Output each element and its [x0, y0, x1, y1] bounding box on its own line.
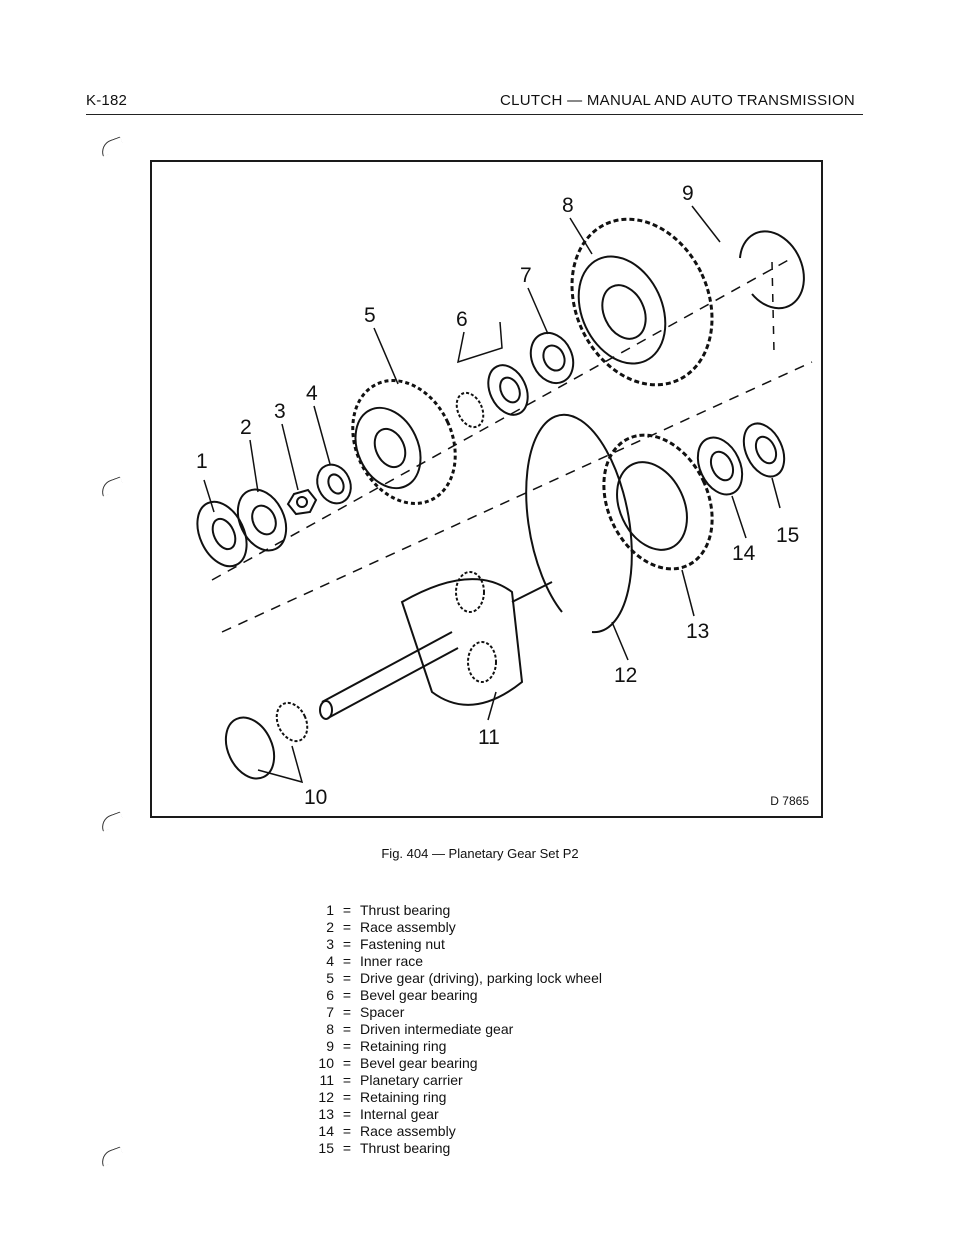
legend-item-number: 8	[326, 1021, 334, 1037]
legend-item: 13 = Internal gear	[312, 1106, 620, 1123]
legend-item-label: Inner race	[360, 953, 424, 969]
legend-item: 7 = Spacer	[312, 1004, 620, 1021]
legend-item-label: Spacer	[360, 1004, 405, 1020]
legend-item-label: Thrust bearing	[360, 1140, 451, 1156]
legend-item: 8 = Driven intermediate gear	[312, 1021, 620, 1038]
legend-item-number: 1	[326, 902, 334, 918]
callout-12: 12	[614, 664, 637, 687]
legend-item-number: 9	[326, 1038, 334, 1054]
legend-item-equals: =	[342, 1021, 352, 1037]
legend-item-equals: =	[342, 970, 352, 986]
callout-4: 4	[306, 382, 318, 405]
legend-item-number: 10	[318, 1055, 334, 1071]
legend-item-equals: =	[342, 1106, 352, 1122]
legend-item: 2 = Race assembly	[312, 919, 620, 936]
legend-item: 15 = Thrust bearing	[312, 1140, 620, 1157]
legend-item-label: Retaining ring	[360, 1038, 447, 1054]
legend-item: 12 = Retaining ring	[312, 1089, 620, 1106]
callout-2: 2	[240, 416, 252, 439]
margin-mark	[98, 811, 125, 832]
legend-item-label: Race assembly	[360, 919, 456, 935]
margin-mark	[98, 1146, 125, 1167]
legend-item: 11 = Planetary carrier	[312, 1072, 620, 1089]
legend-item: 4 = Inner race	[312, 953, 620, 970]
legend-item-label: Thrust bearing	[360, 902, 451, 918]
callout-13: 13	[686, 620, 709, 643]
legend-item-label: Planetary carrier	[360, 1072, 463, 1088]
legend-item-label: Race assembly	[360, 1123, 456, 1139]
legend-item-label: Driven intermediate gear	[360, 1021, 514, 1037]
legend-item-equals: =	[342, 1055, 352, 1071]
callout-8: 8	[562, 194, 574, 217]
legend-item-equals: =	[342, 1123, 352, 1139]
legend-item: 9 = Retaining ring	[312, 1038, 620, 1055]
figure-caption: Fig. 404 — Planetary Gear Set P2	[381, 846, 579, 861]
legend-item-equals: =	[342, 902, 352, 918]
margin-mark	[98, 136, 125, 157]
legend-item-equals: =	[342, 1004, 352, 1020]
callout-7: 7	[520, 264, 532, 287]
legend-item: 5 = Drive gear (driving), parking lock whe…	[312, 970, 620, 987]
figure-code: D 7865	[770, 794, 809, 808]
legend-item-equals: =	[342, 1140, 352, 1156]
parts-legend: 1 = Thrust bearing 2 = Race assembly 3 = Fasteni…	[312, 902, 620, 1157]
section-title: CLUTCH — MANUAL AND AUTO TRANSMISSION	[500, 92, 856, 109]
legend-item-number: 15	[318, 1140, 334, 1156]
callout-11: 11	[478, 726, 500, 749]
callout-10: 10	[304, 786, 327, 809]
margin-mark	[98, 476, 125, 497]
legend-item: 14 = Race assembly	[312, 1123, 620, 1140]
legend-item-number: 3	[326, 936, 334, 952]
legend-item-equals: =	[342, 919, 352, 935]
legend-item-number: 13	[318, 1106, 334, 1122]
legend-item: 6 = Bevel gear bearing	[312, 987, 620, 1004]
legend-item-number: 4	[326, 953, 334, 969]
legend-item: 10 = Bevel gear bearing	[312, 1055, 620, 1072]
figure-frame: 1 2 3 4 5 6 7 8 9 10 11 12 13 14 15 D 78…	[150, 160, 823, 818]
legend-item-equals: =	[342, 936, 352, 952]
legend-item-equals: =	[342, 1038, 352, 1054]
legend-item-equals: =	[342, 1089, 352, 1105]
callout-1: 1	[196, 450, 208, 473]
exploded-gear-diagram: 1 2 3 4 5 6 7 8 9 10 11 12 13 14 15	[196, 182, 813, 809]
legend-item-number: 14	[318, 1123, 334, 1139]
callout-15: 15	[776, 524, 799, 547]
legend-item-label: Bevel gear bearing	[360, 1055, 478, 1071]
legend-item-equals: =	[342, 987, 352, 1003]
legend-item-number: 7	[326, 1004, 334, 1020]
callout-6: 6	[456, 308, 468, 331]
legend-item-number: 11	[319, 1072, 334, 1088]
legend-item-number: 6	[326, 987, 334, 1003]
legend-item-equals: =	[342, 953, 352, 969]
callout-9: 9	[682, 182, 694, 205]
legend-item-number: 2	[326, 919, 334, 935]
legend-item-number: 12	[318, 1089, 334, 1105]
legend-item-label: Retaining ring	[360, 1089, 447, 1105]
legend-item-number: 5	[326, 970, 334, 986]
legend-item-label: Drive gear (driving), parking lock wheel	[360, 970, 602, 986]
callout-3: 3	[274, 400, 286, 423]
legend-item-label: Bevel gear bearing	[360, 987, 478, 1003]
page-number: K-182	[86, 92, 128, 109]
legend-item-equals: =	[342, 1072, 352, 1088]
callout-5: 5	[364, 304, 376, 327]
legend-item-label: Internal gear	[360, 1106, 439, 1122]
legend-item-label: Fastening nut	[360, 936, 445, 952]
header-rule	[86, 114, 863, 115]
legend-item: 1 = Thrust bearing	[312, 902, 620, 919]
callout-14: 14	[732, 542, 756, 565]
legend-item: 3 = Fastening nut	[312, 936, 620, 953]
